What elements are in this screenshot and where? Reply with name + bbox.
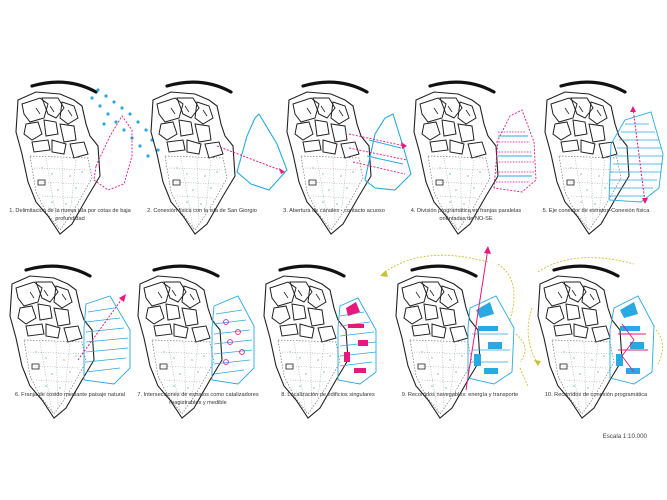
olive-routes <box>381 254 529 387</box>
dotted-boundary <box>90 88 160 158</box>
caption-step-2: 2. Conexión física con la isla de San Gi… <box>147 208 257 214</box>
magenta-connection-arrow <box>216 145 286 173</box>
diagram-step-10 <box>527 257 663 420</box>
diagram-step-8 <box>262 264 377 420</box>
magenta-dashed-outline <box>93 115 133 191</box>
cyan-island <box>364 113 412 191</box>
caption-step-4: 4. División programática en franjas para… <box>410 208 522 222</box>
caption-step-6: 6. Franja de cosido mediante paisaje nat… <box>14 392 126 398</box>
magenta-axis <box>465 247 489 391</box>
olive-routes <box>527 257 663 365</box>
diagram-step-7 <box>136 264 255 420</box>
cyan-canals <box>366 139 404 165</box>
cyan-strips <box>609 123 663 197</box>
caption-step-10: 10. Recorridos de conexión programática <box>544 392 648 398</box>
magenta-canals <box>348 133 408 175</box>
magenta-paths <box>618 323 648 373</box>
cyan-strips <box>213 309 253 375</box>
diagram-step-3 <box>285 80 412 236</box>
diagram-step-9 <box>380 246 529 420</box>
cyan-island <box>236 113 288 191</box>
magenta-island <box>493 109 537 193</box>
caption-step-1: 1. Delimitación de la nueva isla por cot… <box>9 208 131 222</box>
magenta-axis <box>77 295 125 361</box>
magenta-axis <box>632 107 646 203</box>
diagram-step-6 <box>8 264 131 420</box>
cyan-strips <box>85 307 129 373</box>
caption-step-8: 8. Localización de edificios singulares <box>281 392 375 398</box>
parallel-strips <box>496 131 534 183</box>
caption-step-3: 3. Abertura de canales - contacto acuoso <box>283 208 385 214</box>
diagram-step-5 <box>543 80 664 236</box>
caption-step-9: 9. Recorridos navegables: energía y tran… <box>401 392 519 398</box>
diagram-step-2 <box>149 80 288 236</box>
magenta-buildings <box>344 302 368 373</box>
magenta-nodes <box>223 319 245 365</box>
caption-step-5: 5. Eje conector de estratos-Conexión fís… <box>542 208 650 214</box>
cyan-buildings <box>474 302 502 374</box>
diagram-step-4 <box>412 80 537 236</box>
caption-step-7: 7. Intersecciones de estratos como catal… <box>137 392 259 406</box>
scale-label: Escala 1:10.000 <box>602 433 647 440</box>
